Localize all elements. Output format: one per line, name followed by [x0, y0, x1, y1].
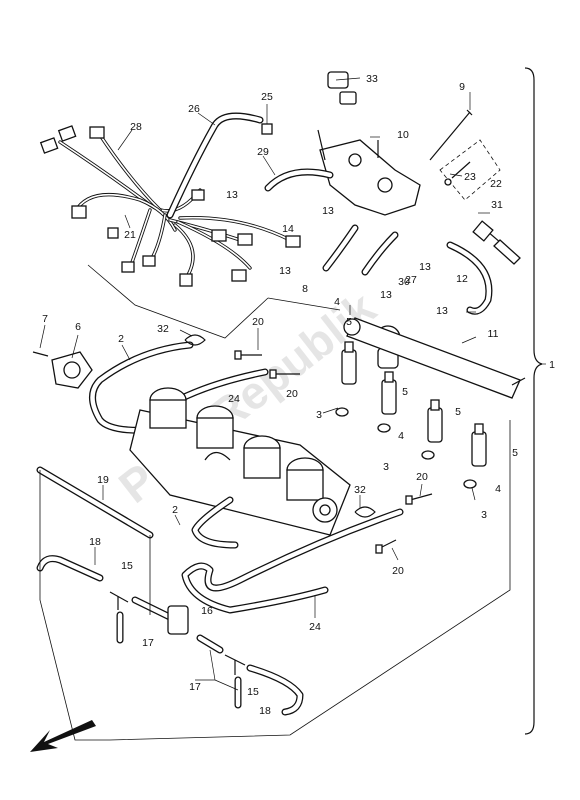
callout-16: 16	[201, 605, 213, 617]
callout-19: 19	[97, 474, 109, 486]
callout-7: 7	[42, 313, 48, 325]
callout-25: 25	[261, 91, 273, 103]
injector	[427, 399, 443, 443]
callout-21: 21	[124, 229, 136, 241]
callout-13: 13	[380, 289, 392, 301]
callout-14: 14	[282, 223, 294, 235]
callout-13: 13	[226, 189, 238, 201]
callout-20: 20	[416, 471, 428, 483]
callout-1: 1	[549, 359, 555, 371]
callout-labels: 1 2 2 3 3 3 4 4 4 5 5 5 5 6 7 8 9 10 11 …	[42, 73, 555, 717]
callout-3: 3	[481, 509, 487, 521]
throttle-sensor	[32, 351, 93, 389]
callout-26: 26	[188, 103, 200, 115]
injector	[381, 371, 397, 415]
callout-20: 20	[286, 388, 298, 400]
assembly-bracket	[524, 67, 543, 735]
callout-15: 15	[121, 560, 133, 572]
callout-20: 20	[392, 565, 404, 577]
callout-28: 28	[130, 121, 142, 133]
callout-5: 5	[402, 386, 408, 398]
throttle-body	[129, 387, 351, 536]
callout-18: 18	[259, 705, 271, 717]
callout-13: 13	[279, 265, 291, 277]
fuel-rail-assembly	[335, 317, 526, 489]
callout-33: 33	[366, 73, 378, 85]
callout-13: 13	[322, 205, 334, 217]
callout-20: 20	[252, 316, 264, 328]
lower-hoses	[36, 466, 433, 716]
callout-27: 27	[405, 274, 417, 286]
callout-4: 4	[495, 483, 501, 495]
callout-leaders	[39, 77, 546, 691]
injector	[341, 341, 357, 385]
callout-3: 3	[316, 409, 322, 421]
callout-11: 11	[488, 328, 499, 340]
callout-29: 29	[257, 146, 269, 158]
callout-15: 15	[247, 686, 259, 698]
callout-2: 2	[172, 504, 178, 516]
injector	[471, 423, 487, 467]
grouping-lines	[39, 264, 511, 741]
callout-4: 4	[398, 430, 404, 442]
callout-32: 32	[157, 323, 169, 335]
callout-13: 13	[419, 261, 431, 273]
callout-5: 5	[346, 316, 352, 328]
callout-12: 12	[456, 273, 468, 285]
callout-10: 10	[397, 129, 409, 141]
callout-24: 24	[309, 621, 321, 633]
front-direction-arrow	[30, 720, 96, 752]
callout-5: 5	[512, 447, 518, 459]
sensor-bracket-assembly	[261, 71, 493, 369]
callout-3: 3	[383, 461, 389, 473]
callout-23: 23	[464, 171, 476, 183]
callout-4: 4	[334, 296, 340, 308]
wire-harness	[39, 112, 301, 287]
callout-5: 5	[455, 406, 461, 418]
callout-30: 30	[398, 276, 410, 288]
fastener-kit	[429, 109, 521, 265]
callout-9: 9	[459, 81, 465, 93]
callout-8: 8	[302, 283, 308, 295]
callout-2: 2	[118, 333, 124, 345]
callout-18: 18	[89, 536, 101, 548]
callout-22: 22	[490, 178, 502, 190]
callout-17: 17	[142, 637, 154, 649]
callout-13: 13	[436, 305, 448, 317]
callout-32: 32	[354, 484, 366, 496]
callout-6: 6	[75, 321, 81, 333]
callout-17: 17	[189, 681, 201, 693]
callout-24: 24	[228, 393, 240, 405]
callout-31: 31	[491, 199, 503, 211]
